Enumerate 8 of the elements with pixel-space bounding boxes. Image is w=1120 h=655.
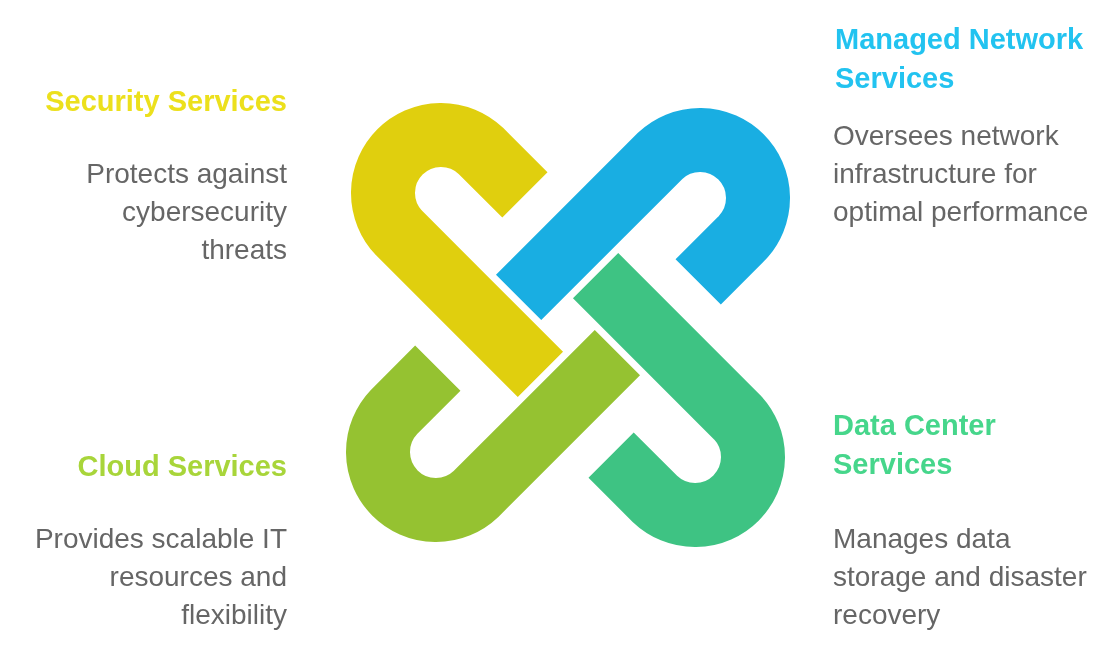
- section-heading: Managed Network Services: [835, 22, 1085, 96]
- description-text: Oversees network infrastructure for optimal performance: [833, 119, 1090, 229]
- description-text: Manages data storage and disaster recovery: [833, 522, 1088, 632]
- description-text: Provides scalable IT resources and flexibility: [33, 522, 287, 632]
- section-heading: Data Center Services: [833, 408, 997, 482]
- section-heading: Security Services: [44, 84, 287, 119]
- description-text: Protects against cybersecurity threats: [85, 157, 287, 267]
- section-heading: Cloud Services: [76, 449, 287, 484]
